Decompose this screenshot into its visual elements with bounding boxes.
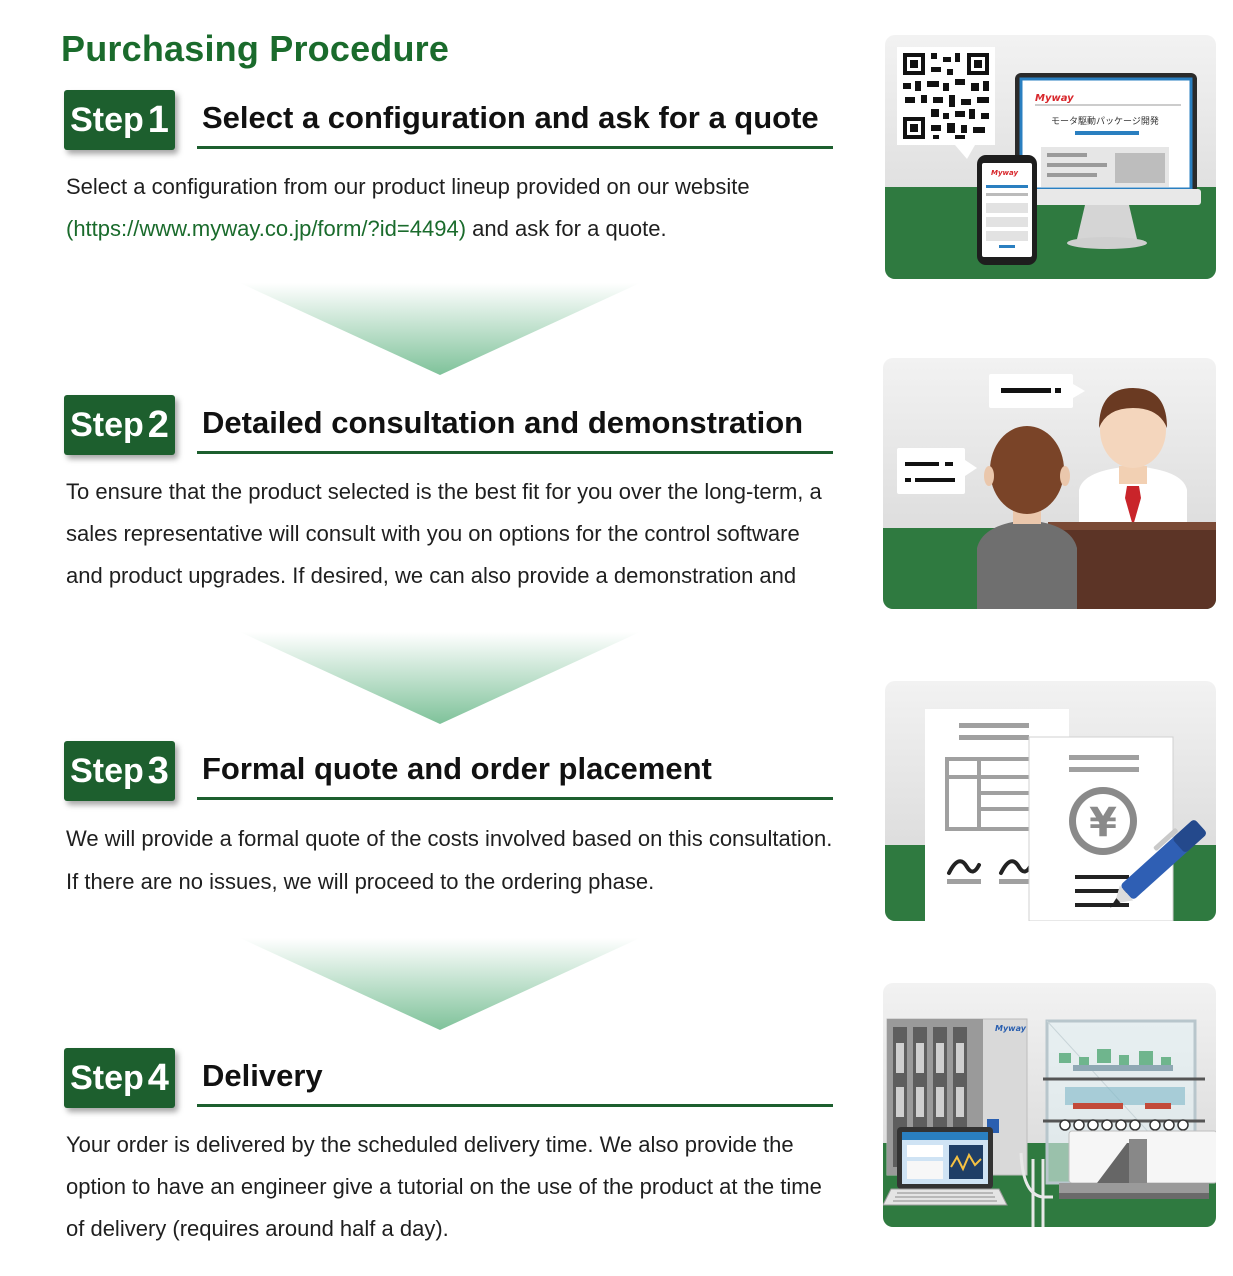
pen-icon	[1110, 820, 1206, 908]
step-1-rule	[197, 146, 833, 149]
step-4-rule	[197, 1104, 833, 1107]
test-bench-icon	[1043, 1019, 1216, 1199]
step-4-text: Your order is delivered by the scheduled…	[66, 1132, 822, 1241]
monitor-caption: モータ駆動パッケージ開発	[1051, 115, 1159, 127]
step-4-badge-number: 4	[147, 1056, 169, 1099]
sales-representative-icon	[1079, 388, 1187, 538]
step-1-link[interactable]: (https://www.myway.co.jp/form/?id=4494)	[66, 216, 467, 241]
step-2-text: To ensure that the product selected is t…	[66, 479, 822, 588]
step-2-rule	[197, 451, 833, 454]
speech-bubble-icon	[897, 448, 977, 494]
step-4-heading: Delivery	[202, 1058, 323, 1093]
smartphone-icon: Myway	[977, 155, 1037, 265]
step-2-heading: Detailed consultation and demonstration	[202, 405, 804, 440]
step-1-text-after: and ask for a quote.	[466, 216, 667, 241]
step-arrow-1	[240, 283, 640, 375]
illustration-website: Myway モータ駆動パッケージ開発 Myway	[885, 35, 1216, 279]
customer-icon	[977, 426, 1077, 609]
step-1-text-before: Select a configuration from our product …	[66, 174, 750, 199]
step-arrow-2	[240, 632, 640, 724]
rack-brand: Myway	[995, 1024, 1027, 1033]
step-1-heading: Select a configuration and ask for a quo…	[202, 100, 819, 135]
monitor-brand: Myway	[1035, 93, 1074, 104]
phone-brand: Myway	[991, 169, 1019, 177]
step-3-heading: Formal quote and order placement	[202, 751, 712, 786]
illustration-consultation	[883, 358, 1216, 609]
laptop-icon	[883, 1127, 1008, 1206]
step-3-badge-word: Step	[70, 751, 144, 790]
step-2-badge-number: 2	[147, 403, 169, 446]
step-3-text: We will provide a formal quote of the co…	[66, 826, 833, 894]
illustration-delivery: Myway	[883, 983, 1216, 1227]
illustration-quote: ¥	[885, 681, 1216, 921]
yen-icon: ¥	[1089, 800, 1117, 846]
step-1-badge-word: Step	[70, 100, 144, 139]
monitor-icon: Myway モータ駆動パッケージ開発	[1011, 73, 1201, 249]
step-1-text: Select a configuration from our product …	[66, 166, 836, 250]
step-3-rule	[197, 797, 833, 800]
step-arrow-3	[240, 938, 640, 1030]
page-title: Purchasing Procedure	[61, 28, 450, 69]
quote-document-icon: ¥	[1028, 736, 1174, 921]
speech-bubble-icon	[989, 374, 1085, 408]
step-3-badge-number: 3	[147, 749, 169, 792]
step-2-badge-word: Step	[70, 405, 144, 444]
step-4-badge-word: Step	[70, 1058, 144, 1097]
qr-code-icon	[897, 47, 995, 159]
step-1-badge-number: 1	[147, 98, 169, 141]
